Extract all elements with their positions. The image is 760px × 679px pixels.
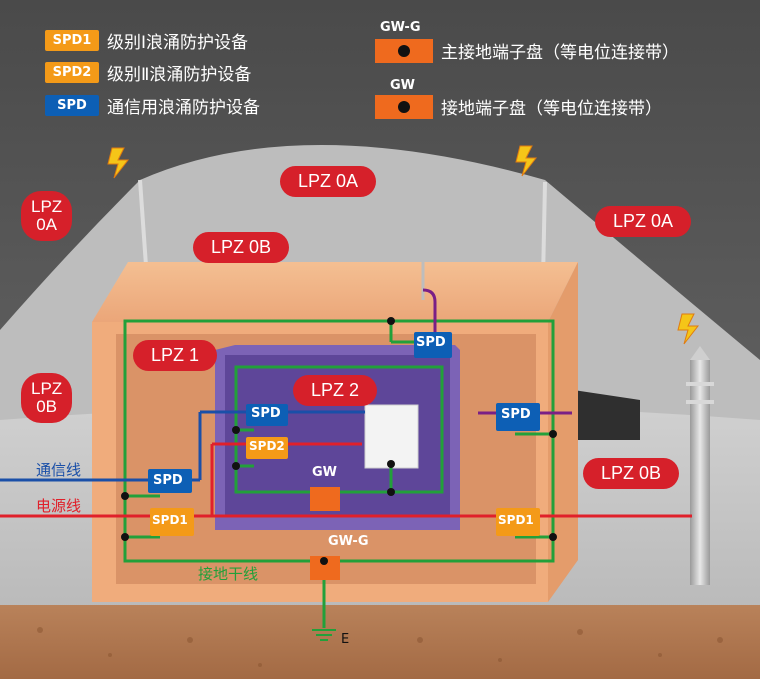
spd-antenna-box	[414, 332, 452, 358]
legend-spd2-text: 级别Ⅱ浪涌防护设备	[107, 65, 252, 85]
spd1-left-box	[150, 508, 194, 536]
antenna	[380, 243, 458, 300]
zone-lpz0a-left: LPZ 0A	[21, 191, 73, 241]
zone-lpz0b-left-line2: 0B	[36, 397, 57, 416]
soil-layer	[0, 605, 760, 679]
gw-inner-label: GW	[312, 465, 338, 480]
utility-pole	[686, 346, 714, 585]
ground-trunk-label: 接地干线	[198, 565, 259, 583]
zone-lpz0b-left: LPZ 0B	[21, 373, 73, 423]
lightning-bolt-left-icon	[107, 147, 130, 179]
zone-lpz0a-top: LPZ 0A	[280, 166, 377, 197]
legend-spd-badge: SPD	[45, 95, 99, 116]
power-line-label: 电源线	[36, 497, 82, 515]
spd-comm-inner-label: SPD	[251, 406, 281, 421]
legend-gwg: 主接地端子盘（等电位连接带）	[375, 38, 679, 63]
equipment-cabinet	[364, 404, 419, 469]
zone-lpz1: LPZ 1	[133, 340, 218, 371]
spd-right-box	[496, 403, 540, 431]
lpz2-room	[215, 345, 460, 530]
lightning-bolt-right-icon	[515, 145, 538, 177]
spd-right-label: SPD	[501, 407, 531, 422]
spd2-inner-box	[246, 437, 288, 459]
legend-spd2: SPD2 级别Ⅱ浪涌防护设备	[45, 60, 251, 85]
gwg-main-label: GW-G	[328, 534, 369, 549]
earth-ground-icon	[312, 629, 336, 641]
legend-spd1: SPD1 级别I浪涌防护设备	[45, 28, 248, 53]
comm-line-label: 通信线	[36, 461, 82, 479]
legend-spd-text: 通信用浪涌防护设备	[107, 98, 260, 118]
legend-gw-box-icon	[375, 94, 433, 119]
spd-comm-entry-box	[148, 469, 192, 493]
zone-lpz0b-top: LPZ 0B	[193, 232, 290, 263]
lightning-bolt-pole-icon	[677, 313, 700, 345]
legend-gw: 接地端子盘（等电位连接带）	[375, 94, 662, 119]
spd1-right-label: SPD1	[498, 513, 534, 527]
legend-gwg-box-icon	[375, 38, 433, 63]
legend-spd2-badge: SPD2	[45, 62, 99, 83]
zone-lpz0b-right: LPZ 0B	[583, 458, 680, 489]
spd-comm-entry-label: SPD	[153, 473, 183, 488]
junction-dots	[121, 317, 557, 565]
gw-terminal-box	[310, 487, 340, 511]
soil-texture	[37, 627, 723, 667]
spd1-left-label: SPD1	[152, 513, 188, 527]
spd-comm-inner-box	[246, 404, 288, 426]
zone-lpz0a-left-line2: 0A	[36, 215, 57, 234]
spd2-inner-label: SPD2	[249, 439, 285, 453]
legend-gw-text: 接地端子盘（等电位连接带）	[441, 99, 662, 119]
spd-antenna-label: SPD	[416, 335, 446, 350]
legend-spd1-badge: SPD1	[45, 30, 99, 51]
zone-lpz0a-right: LPZ 0A	[595, 206, 692, 237]
zone-lpz2: LPZ 2	[293, 375, 378, 406]
legend-gw-title: GW	[390, 78, 416, 93]
spd1-right-box	[496, 508, 540, 536]
legend-gwg-text: 主接地端子盘（等电位连接带）	[441, 43, 679, 63]
legend-spd: SPD 通信用浪涌防护设备	[45, 93, 260, 118]
legend-gwg-title: GW-G	[380, 20, 421, 35]
zone-lpz0a-left-line1: LPZ	[31, 197, 63, 216]
zone-lpz0b-left-line1: LPZ	[31, 379, 63, 398]
earth-label: E	[341, 632, 350, 647]
cable-duct	[560, 388, 640, 440]
legend-spd1-text: 级别I浪涌防护设备	[107, 33, 249, 53]
